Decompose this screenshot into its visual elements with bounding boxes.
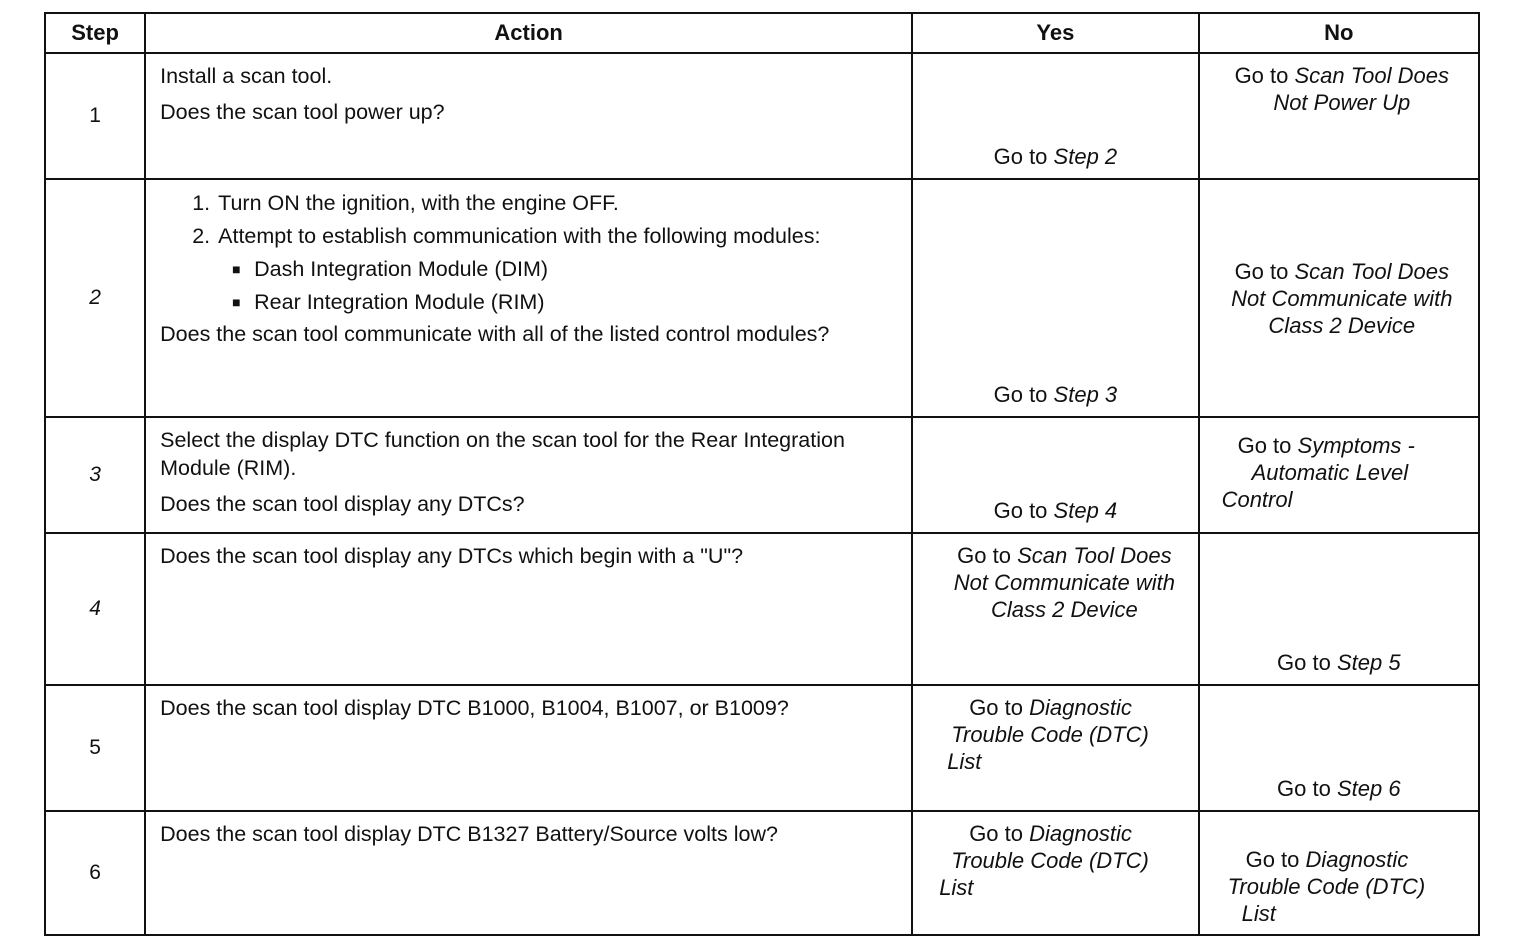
no-cell: Go to Step 5 — [1197, 532, 1481, 686]
action-question: Does the scan tool display DTC B1000, B1… — [160, 696, 789, 720]
action-text: Select the display DTC function on the s… — [160, 428, 845, 480]
yes-goto[interactable]: Go to Step 2 — [913, 143, 1197, 170]
table-row: 3 Select the display DTC function on the… — [43, 416, 1481, 534]
goto-prefix: Go to — [1245, 847, 1300, 872]
ref-link[interactable]: Scan Tool Does — [1294, 63, 1450, 88]
ref-link[interactable]: Scan Tool Does — [1294, 258, 1450, 284]
step-ref-link[interactable]: Step 3 — [1053, 382, 1118, 407]
action-cell: Does the scan tool display DTC B1000, B1… — [144, 684, 914, 812]
yes-cell: Go to Step 3 — [911, 178, 1200, 418]
goto-prefix: Go to — [1234, 258, 1289, 284]
module-item: ■ Rear Integration Module (RIM) — [230, 289, 899, 316]
goto-prefix: Go to — [1277, 650, 1331, 675]
list-item: Attempt to establish communication with … — [216, 223, 899, 316]
bullet-icon: ■ — [232, 261, 241, 277]
ref-link[interactable]: Diagnostic — [1305, 847, 1409, 872]
step-ref-link[interactable]: Step 2 — [1053, 144, 1118, 169]
no-cell[interactable]: Go to Scan Tool Does Not Communicate wit… — [1197, 178, 1481, 418]
action-cell: Select the display DTC function on the s… — [144, 416, 914, 534]
goto-prefix: Go to — [969, 821, 1023, 846]
list-item-text: Attempt to establish communication with … — [218, 224, 821, 248]
goto-prefix: Go to — [993, 382, 1048, 407]
step-ref-link[interactable]: Step 6 — [1336, 776, 1401, 801]
header-yes: Yes — [911, 12, 1200, 54]
ref-link-cont[interactable]: Control — [1221, 487, 1293, 512]
action-text: Install a scan tool. — [160, 64, 333, 88]
ref-link-cont[interactable]: Class 2 Device — [991, 597, 1138, 622]
ref-link[interactable]: Diagnostic — [1029, 821, 1132, 846]
ref-link[interactable]: Diagnostic — [1029, 695, 1132, 720]
step-number: 3 — [43, 416, 147, 534]
ref-link-cont[interactable]: List — [947, 749, 982, 774]
goto-prefix: Go to — [993, 144, 1048, 169]
ref-link-cont[interactable]: Trouble Code (DTC) — [951, 722, 1149, 747]
list-item: Turn ON the ignition, with the engine OF… — [216, 190, 899, 217]
action-question: Does the scan tool display any DTCs? — [160, 492, 525, 516]
ref-link-cont[interactable]: Automatic Level — [1251, 460, 1409, 485]
step-number: 6 — [43, 810, 147, 936]
table-row: 2 Turn ON the ignition, with the engine … — [43, 178, 1481, 418]
goto-prefix: Go to — [957, 543, 1011, 568]
step-number: 5 — [43, 684, 147, 812]
module-name: Dash Integration Module (DIM) — [254, 257, 549, 281]
yes-goto[interactable]: Go to Step 4 — [913, 497, 1197, 524]
step-number: 2 — [43, 178, 147, 418]
goto-prefix: Go to — [1237, 433, 1292, 458]
action-cell: Does the scan tool display DTC B1327 Bat… — [144, 810, 914, 936]
ref-link[interactable]: Scan Tool Does — [1017, 543, 1172, 568]
goto-prefix: Go to — [1234, 63, 1289, 88]
no-cell: Go to Step 6 — [1197, 684, 1481, 812]
no-cell[interactable]: Go to Symptoms - Automatic Level Control — [1197, 416, 1481, 534]
action-question: Does the scan tool communicate with all … — [160, 322, 830, 346]
action-cell: Turn ON the ignition, with the engine OF… — [144, 178, 914, 418]
ref-link-cont[interactable]: List — [939, 875, 974, 900]
bullet-icon: ■ — [232, 294, 241, 310]
module-item: ■ Dash Integration Module (DIM) — [230, 256, 899, 283]
table-row: 4 Does the scan tool display any DTCs wh… — [43, 532, 1481, 686]
diagnostic-table: Step Action Yes No 1 Install a scan tool… — [43, 12, 1481, 936]
action-question: Does the scan tool display DTC B1327 Bat… — [160, 822, 778, 846]
goto-prefix: Go to — [993, 498, 1048, 523]
action-cell: Install a scan tool. Does the scan tool … — [144, 52, 914, 180]
no-cell[interactable]: Go to Diagnostic Trouble Code (DTC) List — [1197, 810, 1481, 936]
step-ref-link[interactable]: Step 4 — [1053, 498, 1118, 523]
table-header-row: Step Action Yes No — [43, 12, 1481, 54]
yes-cell[interactable]: Go to Scan Tool Does Not Communicate wit… — [911, 532, 1200, 686]
table-row: 5 Does the scan tool display DTC B1000, … — [43, 684, 1481, 812]
header-step: Step — [43, 12, 147, 54]
header-no: No — [1197, 12, 1481, 54]
ref-link-cont[interactable]: Not Communicate with — [1231, 285, 1453, 311]
header-action: Action — [144, 12, 914, 54]
no-goto[interactable]: Go to Step 5 — [1200, 649, 1478, 676]
ref-link-cont[interactable]: Class 2 Device — [1268, 312, 1416, 338]
action-question: Does the scan tool power up? — [160, 100, 445, 124]
action-question: Does the scan tool display any DTCs whic… — [160, 544, 744, 568]
yes-goto[interactable]: Go to Step 3 — [913, 381, 1197, 408]
module-name: Rear Integration Module (RIM) — [254, 290, 545, 314]
yes-cell: Go to Step 2 — [911, 52, 1200, 180]
table-row: 6 Does the scan tool display DTC B1327 B… — [43, 810, 1481, 936]
table-row: 1 Install a scan tool. Does the scan too… — [43, 52, 1481, 180]
action-cell: Does the scan tool display any DTCs whic… — [144, 532, 914, 686]
ref-link-cont[interactable]: Trouble Code (DTC) — [1227, 874, 1426, 899]
step-number: 4 — [43, 532, 147, 686]
goto-prefix: Go to — [1277, 776, 1331, 801]
ref-link-cont[interactable]: Not Communicate with — [953, 570, 1176, 595]
ref-link-cont[interactable]: Not Power Up — [1273, 90, 1411, 115]
no-goto[interactable]: Go to Step 6 — [1200, 775, 1478, 802]
no-cell[interactable]: Go to Scan Tool Does Not Power Up — [1197, 52, 1481, 180]
yes-cell[interactable]: Go to Diagnostic Trouble Code (DTC) List — [911, 810, 1200, 936]
ref-link-cont[interactable]: Trouble Code (DTC) — [951, 848, 1149, 873]
step-number: 1 — [43, 52, 147, 180]
ref-link[interactable]: Symptoms - — [1297, 433, 1415, 458]
step-ref-link[interactable]: Step 5 — [1336, 650, 1401, 675]
yes-cell[interactable]: Go to Diagnostic Trouble Code (DTC) List — [911, 684, 1200, 812]
yes-cell: Go to Step 4 — [911, 416, 1200, 534]
ref-link-cont[interactable]: List — [1241, 901, 1276, 926]
goto-prefix: Go to — [969, 695, 1023, 720]
